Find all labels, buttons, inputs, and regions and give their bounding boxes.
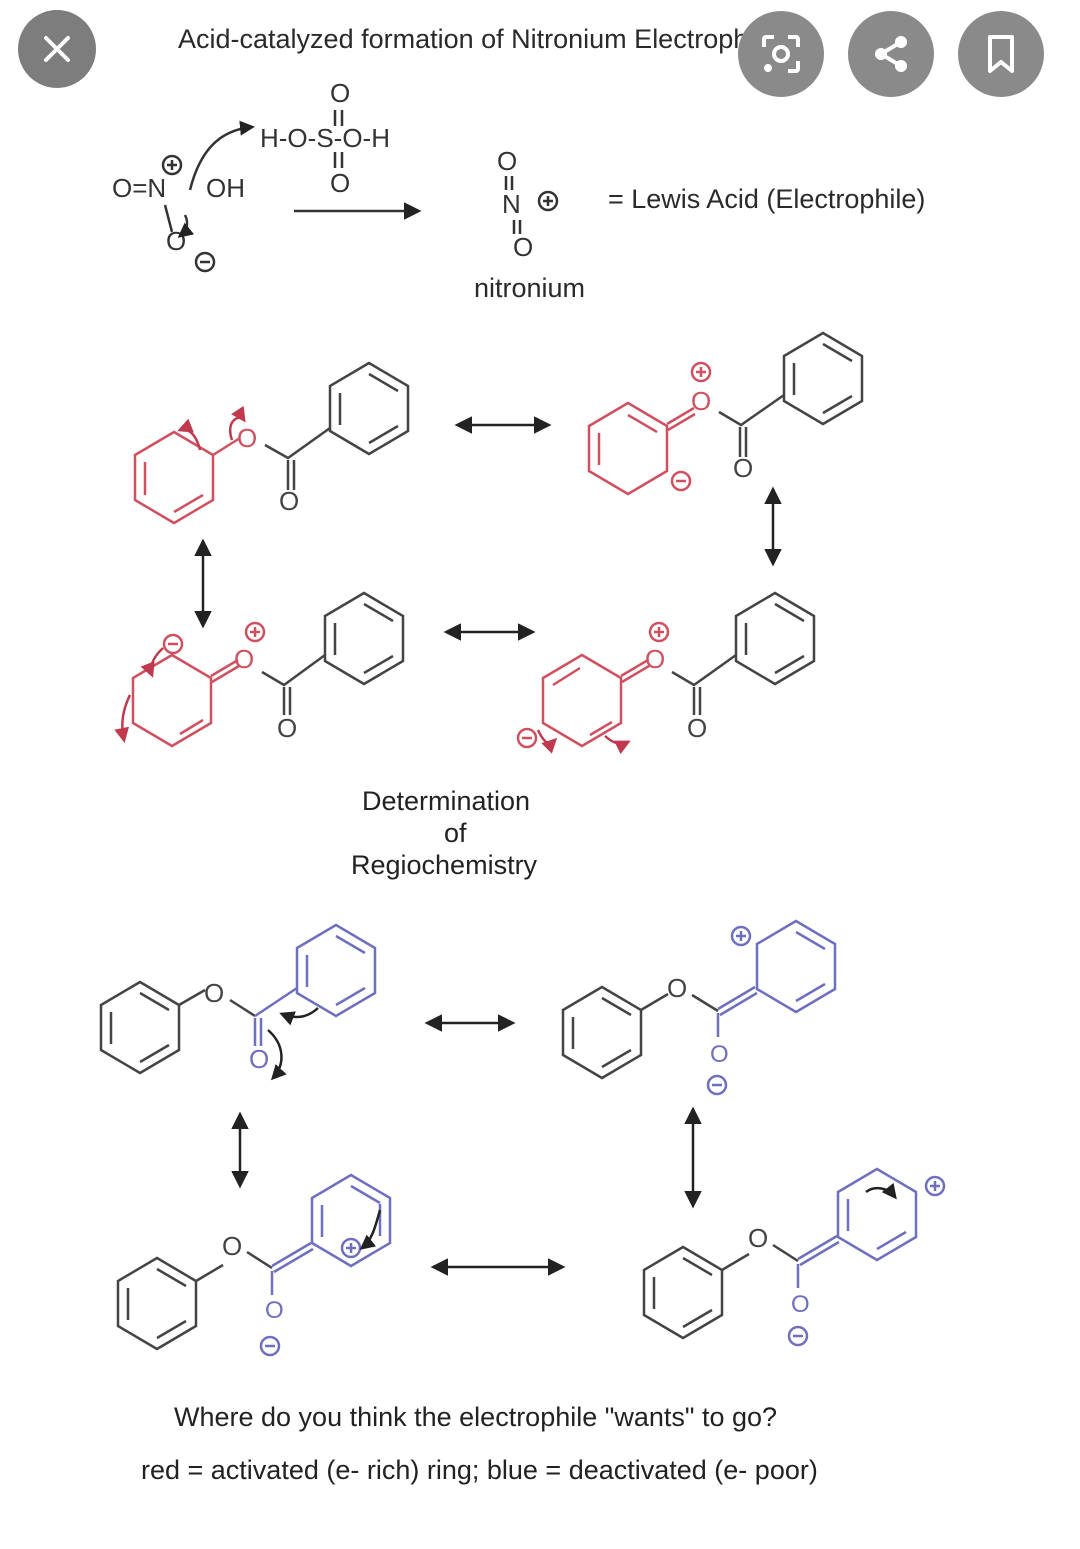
red-resonance-3: O O [114,591,405,748]
svg-text:O: O [645,644,665,674]
svg-text:O: O [166,226,186,256]
red-resonance-1: O O [133,361,410,525]
svg-text:O: O [710,1041,729,1068]
svg-text:O: O [733,453,753,483]
section-label-line-3: Regiochemistry [351,850,538,880]
svg-text:O: O [279,486,299,516]
svg-text:O: O [265,1297,284,1324]
bookmark-button[interactable] [958,11,1044,97]
bookmark-icon [988,35,1014,73]
svg-text:O: O [237,423,257,453]
nitronium-label: nitronium [474,273,586,303]
svg-text:O: O [791,1291,810,1318]
page-title: Acid-catalyzed formation of Nitronium El… [178,24,776,54]
svg-text:O: O [204,978,224,1008]
svg-text:O: O [234,644,254,674]
share-icon [875,36,907,72]
red-resonance-2: O O [587,331,864,496]
lens-button[interactable] [738,11,824,97]
reagent-formula: H-O-S-O-H [260,123,390,153]
blue-resonance-2: O O [561,919,837,1096]
svg-text:O: O [748,1223,768,1253]
svg-text:O: O [691,386,711,416]
svg-text:O: O [687,713,707,743]
svg-text:O: O [330,168,350,198]
svg-text:O: O [667,973,687,1003]
red-resonance-arrows [194,416,782,641]
section-label-line-1: Determination [362,786,531,816]
svg-text:O: O [330,78,350,108]
reactant-oh: OH [206,173,245,203]
legend-text: red = activated (e- rich) ring; blue = d… [141,1455,818,1485]
svg-text:O: O [222,1231,242,1261]
blue-resonance-1: O O [99,923,377,1081]
blue-resonance-3: O O [116,1173,392,1357]
svg-text:O: O [277,713,297,743]
blue-resonance-arrows [231,1014,702,1276]
svg-text:O: O [249,1044,269,1074]
lewis-acid-label: = Lewis Acid (Electrophile) [608,184,926,214]
share-button[interactable] [848,11,934,97]
close-button[interactable] [18,10,96,88]
nitronium-formation: O=N OH O H-O-S-O-H O O O N O [112,78,559,273]
blue-resonance-4: O O [642,1167,946,1347]
lens-icon [762,35,800,73]
question-text: Where do you think the electrophile "wan… [174,1402,778,1432]
red-resonance-4: O O [516,591,816,755]
svg-text:O=N: O=N [112,173,166,203]
svg-text:O: O [497,146,517,176]
svg-text:O: O [513,232,533,262]
close-icon [44,36,70,62]
section-label-line-2: of [444,818,467,848]
svg-text:N: N [502,189,521,219]
